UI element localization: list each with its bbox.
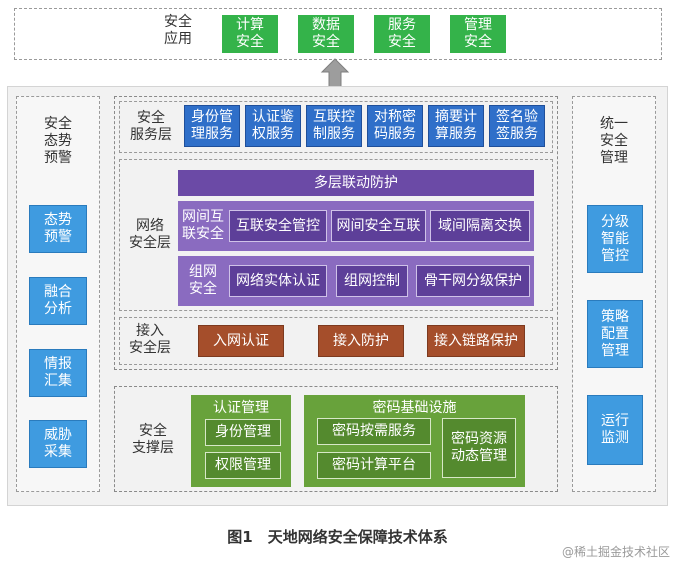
app-compute-security: 计算 安全 [222, 15, 278, 53]
access-network-auth: 入网认证 [198, 325, 284, 357]
identity-management: 身份管理 [205, 419, 281, 446]
service-signature: 签名验 签服务 [489, 105, 545, 147]
service-layer-frame [119, 101, 553, 153]
interconnect-control: 互联安全管控 [229, 210, 327, 242]
permission-management: 权限管理 [205, 452, 281, 479]
crypto-compute-platform: 密码计算平台 [317, 452, 431, 479]
unified-management-title: 统一 安全 管理 [600, 116, 628, 166]
situation-warning-title: 安全 态势 预警 [44, 116, 72, 166]
right-item-policy-config: 策略 配置 管理 [587, 300, 643, 368]
networking-control: 组网控制 [336, 265, 408, 297]
left-item-intel-collection: 情报 汇集 [29, 349, 87, 397]
left-item-situation-warning: 态势 预警 [29, 205, 87, 253]
network-layer-label: 网络 安全层 [129, 218, 171, 251]
interconnect-security-label: 网间互 联安全 [182, 209, 224, 242]
domain-isolation-exchange: 域间隔离交换 [430, 210, 530, 242]
access-link-protection: 接入链路保护 [427, 325, 525, 357]
service-layer-label: 安全 服务层 [130, 110, 172, 143]
service-identity-management: 身份管 理服务 [184, 105, 240, 147]
crypto-resource-dynamic-mgmt: 密码资源 动态管理 [442, 418, 516, 478]
multi-layer-defense-bar: 多层联动防护 [178, 170, 534, 196]
service-digest: 摘要计 算服务 [428, 105, 484, 147]
left-item-threat-collection: 威胁 采集 [29, 420, 87, 468]
access-layer-label: 接入 安全层 [129, 323, 171, 356]
app-data-security: 数据 安全 [298, 15, 354, 53]
service-interconnect-control: 互联控 制服务 [306, 105, 362, 147]
auth-management-title: 认证管理 [213, 400, 269, 416]
service-symmetric-crypto: 对称密 码服务 [367, 105, 423, 147]
security-application-label: 安全 应用 [164, 14, 192, 47]
access-protection: 接入防护 [318, 325, 404, 357]
left-item-fusion-analysis: 融合 分析 [29, 277, 87, 325]
service-auth: 认证鉴 权服务 [245, 105, 301, 147]
access-layer-frame [119, 317, 553, 365]
crypto-on-demand-service: 密码按需服务 [317, 418, 431, 445]
inter-network-interconnect: 网间安全互联 [331, 210, 426, 242]
support-layer-frame [114, 386, 558, 492]
figure-caption: 图1 天地网络安全保障技术体系 [227, 528, 448, 546]
right-item-graded-control: 分级 智能 管控 [587, 205, 643, 273]
networking-security-label: 组网 安全 [189, 264, 217, 297]
app-service-security: 服务 安全 [374, 15, 430, 53]
center-upper-frame [114, 96, 558, 370]
security-application-frame [14, 8, 662, 60]
right-item-operation-monitor: 运行 监测 [587, 395, 643, 465]
watermark: @稀土掘金技术社区 [561, 545, 670, 559]
crypto-infrastructure-title: 密码基础设施 [372, 400, 457, 416]
support-layer-label: 安全 支撑层 [132, 423, 174, 456]
up-arrow-icon [320, 58, 350, 88]
backbone-graded-protection: 骨干网分级保护 [416, 265, 530, 297]
network-layer-frame [119, 159, 553, 311]
network-entity-auth: 网络实体认证 [229, 265, 327, 297]
app-management-security: 管理 安全 [450, 15, 506, 53]
